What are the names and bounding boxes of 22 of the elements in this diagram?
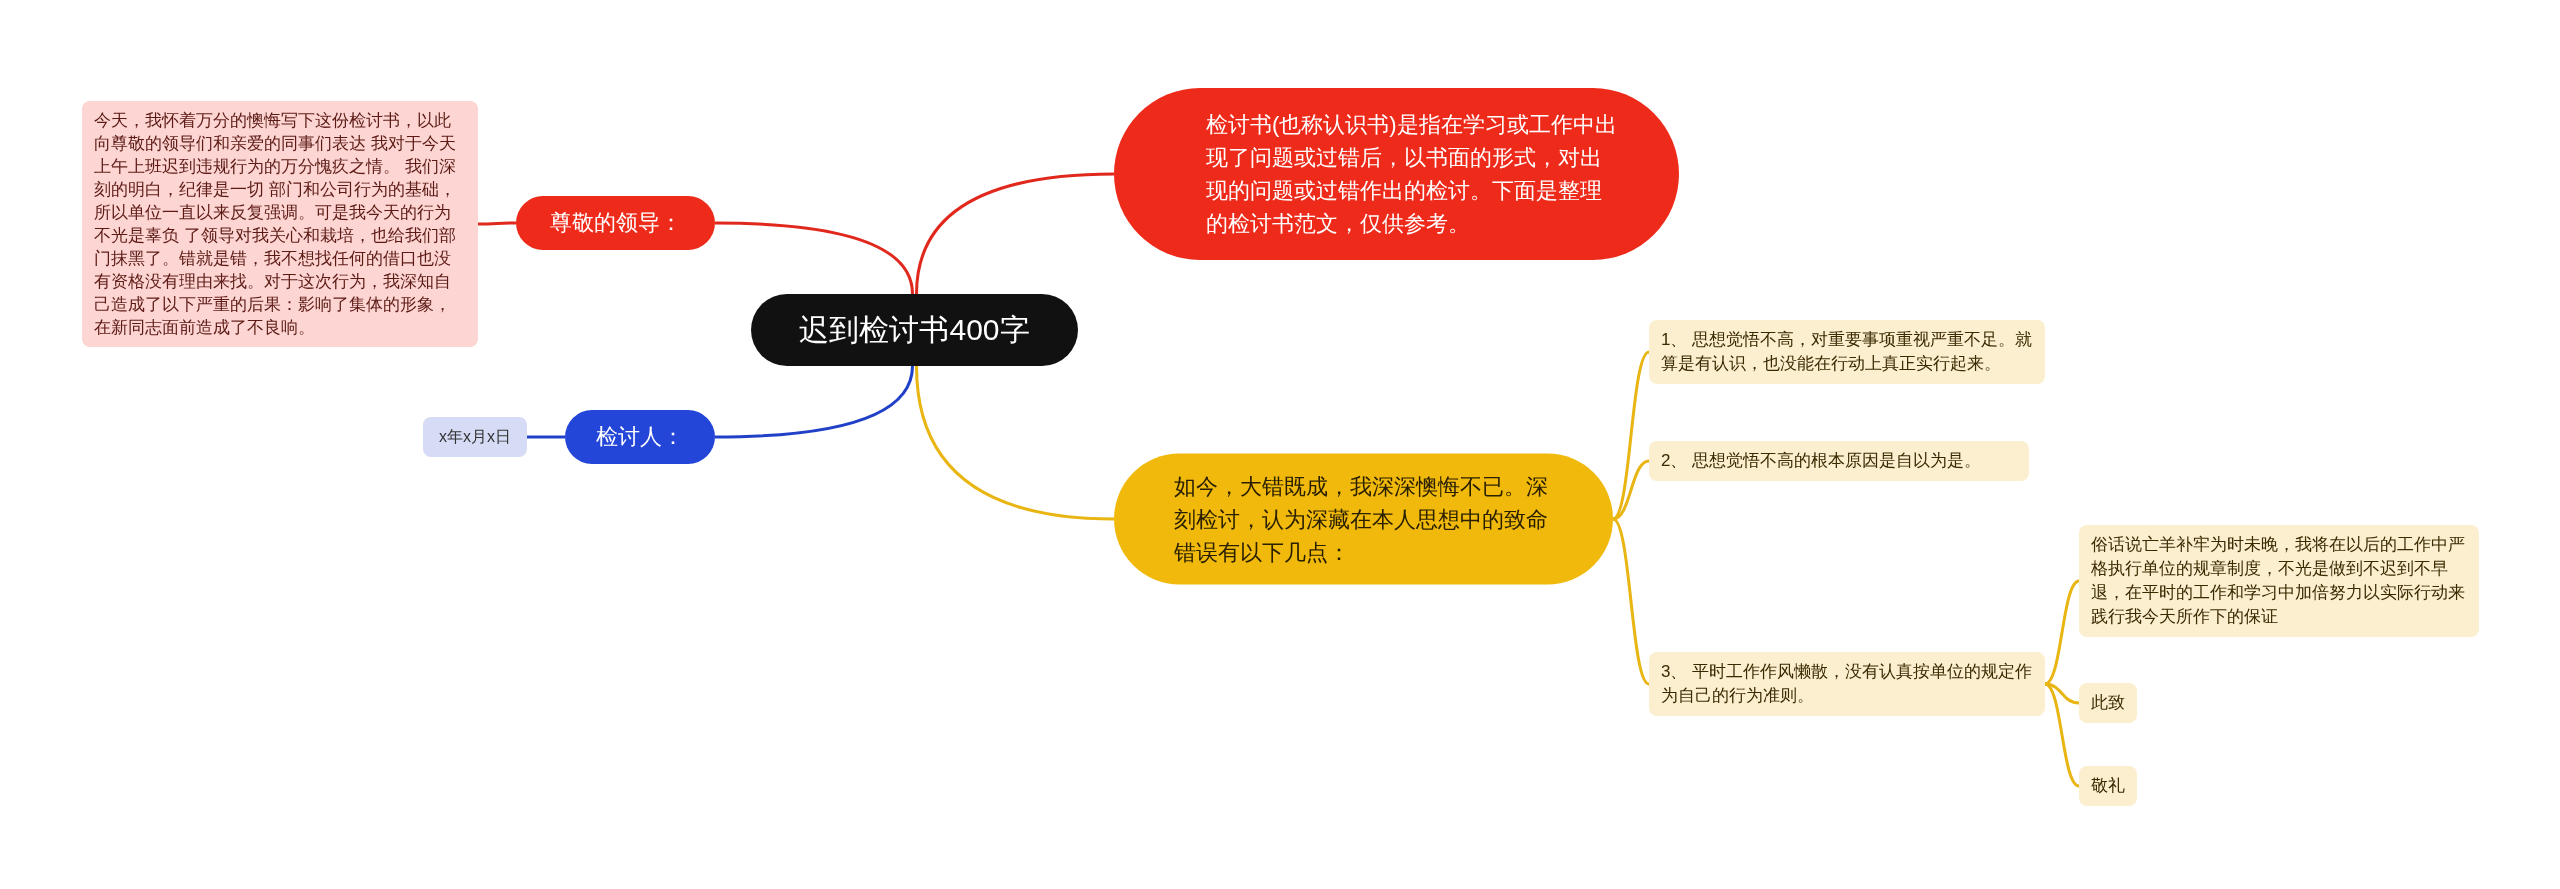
text-card: 敬礼 (2079, 766, 2137, 806)
text-card: 此致 (2079, 683, 2137, 723)
text-card: x年x月x日 (423, 417, 527, 457)
branch-topic: 尊敬的领导： (516, 196, 715, 250)
text-card: 今天，我怀着万分的懊悔写下这份检讨书，以此向尊敬的领导们和亲爱的同事们表达 我对于今天上午上班迟到违规行为的万分愧疚之情。 我们深刻的明白，纪律是一切 部门和公司行为的基础，所以单位一直以来反复强调。可是我今天的行为不光是辜负 了领导对我关心和栽培，也给我们部门抹黑了。错就是错，我不想找任何的借口也没有资格没有理由来找。对于这次行为，我深知自己造成了以下严重的后果：影响了集体的形象，在新同志面前造成了不良响。 (82, 101, 478, 347)
connector-line (915, 365, 1115, 521)
branch-topic: 检讨书(也称认识书)是指在学习或工作中出现了问题或过错后，以书面的形式，对出现的问题或过错作出的检讨。下面是整理的检讨书范文，仅供参考。 (1114, 88, 1679, 260)
central-topic: 迟到检讨书400字 (751, 294, 1078, 366)
connector-line (714, 365, 914, 439)
branch-topic: 如今，大错既成，我深深懊悔不已。深刻检讨，认为深藏在本人思想中的致命错误有以下几点： (1114, 453, 1613, 585)
connector-line (714, 221, 914, 295)
text-card: 3、 平时工作作风懒散，没有认真按单位的规定作为自己的行为准则。 (1649, 652, 2045, 716)
connector-line (2044, 579, 2080, 686)
text-card: 俗话说亡羊补牢为时未晚，我将在以后的工作中严格执行单位的规章制度，不光是做到不迟到不早退，在平时的工作和学习中加倍努力以实际行动来践行我今天所作下的保证 (2079, 525, 2479, 637)
text-card: 2、 思想觉悟不高的根本原因是自以为是。 (1649, 441, 2029, 481)
connector-line (2044, 682, 2080, 788)
connector-line (1612, 517, 1650, 686)
connector-line (915, 172, 1115, 295)
branch-topic: 检讨人： (565, 410, 715, 464)
connector-line (527, 435, 565, 439)
connector-line (478, 221, 516, 226)
text-card: 1、 思想觉悟不高，对重要事项重视严重不足。就算是有认识，也没能在行动上真正实行起来。 (1649, 320, 2045, 384)
